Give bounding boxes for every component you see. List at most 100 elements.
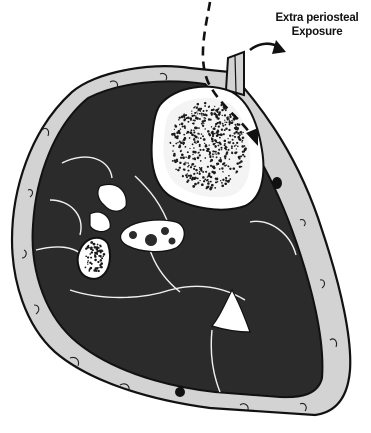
stipple-dot xyxy=(186,176,188,178)
stipple-dot xyxy=(195,165,196,166)
stipple-dot xyxy=(214,153,215,154)
stipple-dot xyxy=(235,126,237,128)
stipple-dot xyxy=(200,113,202,115)
stipple-dot xyxy=(219,137,221,139)
stipple-dot xyxy=(174,159,176,161)
stipple-dot xyxy=(236,151,238,153)
stipple-dot xyxy=(226,122,227,123)
vessel-2 xyxy=(145,234,157,246)
stipple-dot xyxy=(224,157,226,159)
stipple-dot xyxy=(177,160,179,162)
stipple-dot xyxy=(230,141,231,142)
stipple-dot xyxy=(229,135,231,137)
stipple-dot xyxy=(86,248,87,249)
stipple-dot xyxy=(90,241,93,244)
stipple-dot xyxy=(225,127,227,129)
stipple-dot xyxy=(193,131,195,133)
stipple-dot xyxy=(194,166,196,168)
stipple-dot xyxy=(177,169,179,171)
stipple-dot xyxy=(228,175,230,177)
stipple-dot xyxy=(241,145,244,148)
stipple-dot xyxy=(244,147,247,150)
stipple-dot xyxy=(204,178,206,180)
curved-arrow-head xyxy=(272,40,286,54)
stipple-dot xyxy=(224,120,225,121)
stipple-dot xyxy=(210,181,212,183)
stipple-dot xyxy=(190,129,192,131)
stipple-dot xyxy=(172,160,174,162)
stipple-dot xyxy=(189,174,192,177)
stipple-dot xyxy=(218,125,220,127)
stipple-dot xyxy=(221,167,223,169)
stipple-dot xyxy=(188,175,190,177)
stipple-dot xyxy=(227,116,229,118)
stipple-dot xyxy=(193,107,195,109)
stipple-dot xyxy=(99,264,101,266)
annotation-line-2: Exposure xyxy=(268,25,366,39)
stipple-dot xyxy=(213,172,215,174)
stipple-dot xyxy=(216,118,217,119)
stipple-dot xyxy=(179,140,181,142)
stipple-dot xyxy=(181,153,184,156)
stipple-dot xyxy=(198,137,199,138)
stipple-dot xyxy=(207,130,210,133)
stipple-dot xyxy=(212,150,214,152)
stipple-dot xyxy=(216,156,218,158)
stipple-dot xyxy=(87,260,88,261)
stipple-dot xyxy=(226,152,228,154)
stipple-dot xyxy=(233,167,236,170)
stipple-dot xyxy=(222,125,224,127)
stipple-dot xyxy=(206,187,208,189)
stipple-dot xyxy=(199,118,201,120)
stipple-dot xyxy=(189,137,191,139)
stipple-dot xyxy=(182,126,183,127)
stipple-dot xyxy=(231,120,233,122)
stipple-dot xyxy=(212,153,214,155)
stipple-dot xyxy=(212,132,215,135)
stipple-dot xyxy=(235,145,236,146)
stipple-dot xyxy=(217,152,219,154)
stipple-dot xyxy=(222,123,224,125)
stipple-dot xyxy=(183,163,186,166)
stipple-dot xyxy=(191,164,192,165)
stipple-dot xyxy=(178,130,181,133)
stipple-dot xyxy=(199,149,201,151)
stipple-dot xyxy=(229,142,230,143)
stipple-dot xyxy=(199,154,201,156)
stipple-dot xyxy=(197,103,200,106)
stipple-dot xyxy=(234,124,235,125)
stipple-dot xyxy=(193,173,195,175)
stipple-dot xyxy=(205,144,207,146)
stipple-dot xyxy=(220,123,221,124)
stipple-dot xyxy=(203,114,205,116)
stipple-dot xyxy=(94,246,97,249)
stipple-dot xyxy=(189,148,190,149)
stipple-dot xyxy=(194,183,197,186)
stipple-dot xyxy=(187,116,190,119)
stipple-dot xyxy=(185,114,187,116)
stipple-dot xyxy=(85,267,87,269)
stipple-dot xyxy=(94,259,97,262)
stipple-dot xyxy=(98,267,99,268)
stipple-dot xyxy=(182,142,185,145)
vessel-1 xyxy=(129,231,137,239)
stipple-dot xyxy=(205,128,206,129)
stipple-dot xyxy=(195,169,197,171)
stipple-dot xyxy=(199,173,201,175)
stipple-dot xyxy=(90,257,92,259)
stipple-dot xyxy=(214,143,215,144)
stipple-dot xyxy=(240,155,242,157)
stipple-dot xyxy=(199,145,201,147)
stipple-dot xyxy=(224,182,227,185)
stipple-dot xyxy=(85,255,87,257)
stipple-dot xyxy=(171,133,174,136)
stipple-dot xyxy=(193,147,195,149)
stipple-dot xyxy=(206,110,208,112)
stipple-dot xyxy=(224,129,226,131)
stipple-dot xyxy=(87,256,89,258)
stipple-dot xyxy=(184,116,186,118)
stipple-dot xyxy=(242,136,245,139)
stipple-dot xyxy=(224,144,226,146)
stipple-dot xyxy=(94,267,96,269)
stipple-dot xyxy=(204,143,205,144)
